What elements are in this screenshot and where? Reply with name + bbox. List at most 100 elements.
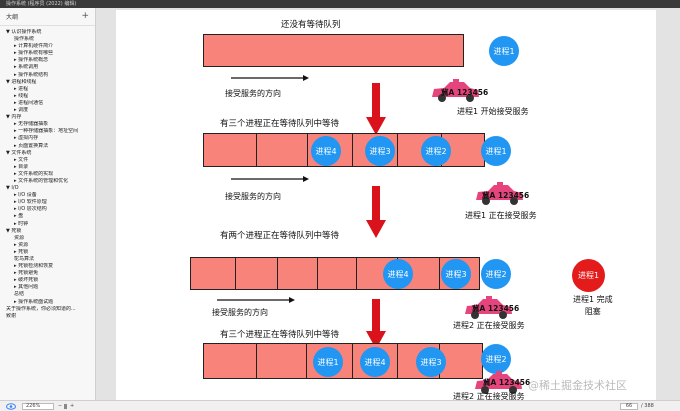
outline-item[interactable]: ▸ 一种存储器抽象：地址空间 [14, 128, 79, 135]
outline-item[interactable]: 资源 [14, 234, 25, 241]
stage3-title: 有两个进程正在等待队列中等待 [220, 231, 340, 241]
outline-item[interactable]: ▸ 死锁避免 [14, 270, 39, 277]
stage3-plate: 冀A 123456 [472, 304, 520, 313]
outline-item[interactable]: ▸ 页面置换算法 [14, 142, 49, 149]
stage2-queue-process: 进程4 [311, 136, 341, 166]
stage1-plate: 冀A 123456 [441, 88, 489, 97]
add-heading-button[interactable]: + [81, 11, 89, 21]
stage4-queue-process: 进程3 [416, 347, 446, 377]
stage4-plate: 冀A 123456 [483, 378, 531, 387]
stage4-title: 有三个进程正在等待队列中等待 [220, 330, 340, 340]
stage3-caption: 进程2 正在接受服务 [453, 321, 525, 330]
stage-down-arrow [366, 299, 386, 349]
outline-title: 大纲 [6, 14, 19, 21]
outline-item[interactable]: ▸ 操作系统有哪些 [14, 50, 54, 57]
outline-item[interactable]: ▸ 死锁 [14, 248, 29, 255]
status-bar: 226% − + 66 / 388 [0, 400, 680, 411]
outline-item[interactable]: ▸ 盘 [14, 213, 24, 220]
stage1-process-1: 进程1 [489, 36, 519, 66]
direction-arrow [231, 176, 309, 182]
outline-item[interactable]: ▸ 操作系统结构 [14, 71, 49, 78]
stage2-plate: 冀A 123456 [482, 191, 530, 200]
zoom-in-button[interactable]: + [70, 403, 75, 409]
outline-item[interactable]: ▸ 计算机硬件简介 [14, 43, 54, 50]
stage-down-arrow [366, 186, 386, 238]
direction-arrow [231, 75, 309, 81]
car-icon [465, 296, 512, 319]
stage3-queue [190, 257, 480, 290]
stage2-queue-process: 进程3 [365, 136, 395, 166]
outline-item[interactable]: ▼ 进程和线程 [6, 78, 37, 85]
direction-arrow [217, 297, 295, 303]
car-icon [432, 79, 479, 102]
stage2-title: 有三个进程正在等待队列中等待 [220, 119, 340, 129]
outline-item[interactable]: ▸ I/O 软件原理 [14, 199, 47, 206]
outline-header: 大纲 + [0, 8, 95, 26]
zoom-out-button[interactable]: − [58, 403, 63, 409]
outline-sidebar: 大纲 + ▼ 认识操作系统操作系统▸ 计算机硬件简介▸ 操作系统有哪些▸ 操作系… [0, 8, 96, 400]
stage3-queue-process: 进程4 [383, 259, 413, 289]
page-total: / 388 [641, 403, 654, 409]
outline-item[interactable]: ▸ 无存储器抽象 [14, 121, 49, 128]
outline-item[interactable]: 操作系统 [14, 36, 35, 43]
outline-item[interactable]: ▸ I/O 设备 [14, 192, 37, 199]
watermark: @稀土掘金技术社区 [528, 379, 627, 392]
outline-item[interactable]: 鸵鸟算法 [14, 256, 35, 262]
document-area[interactable]: 还没有等待队列 进程1 接受服务的方向 冀A 123456 进程1 开始接受服务… [96, 8, 680, 400]
outline-item[interactable]: ▸ 操作系统概念 [14, 57, 49, 64]
stage2-queue-process: 进程2 [421, 136, 451, 166]
page-number-input[interactable]: 66 [620, 403, 638, 410]
outline-item[interactable]: ▸ 破坏死锁 [14, 277, 39, 284]
stage4-caption: 进程2 正在接受服务 [453, 392, 525, 400]
car-icon [475, 371, 522, 394]
outline-item[interactable]: ▸ 操作系统面试题 [14, 298, 54, 305]
outline-item[interactable]: ▼ I/O [6, 185, 19, 192]
stage1-queue [203, 34, 464, 67]
stage2-direction-label: 接受服务的方向 [225, 192, 281, 201]
outline-item[interactable]: ▼ 内存 [6, 114, 22, 121]
outline-item[interactable]: ▸ 资源 [14, 241, 29, 248]
outline-item[interactable]: ▸ 文件 [14, 156, 29, 163]
outline-item[interactable]: ▸ I/O 层次结构 [14, 206, 47, 213]
outline-item[interactable]: ▸ 进程 [14, 85, 29, 92]
car-icon [476, 182, 523, 205]
outline-item[interactable]: ▸ 死锁检测和恢复 [14, 263, 54, 270]
outline-item[interactable]: ▸ 其他问题 [14, 284, 39, 291]
stage-down-arrow [366, 83, 386, 135]
diagram-page: 还没有等待队列 进程1 接受服务的方向 冀A 123456 进程1 开始接受服务… [116, 10, 656, 400]
stage4-queue-process: 进程4 [360, 347, 390, 377]
stage3-blocked-caption: 进程1 完成 阻塞 [573, 295, 613, 316]
stage3-process-2: 进程2 [481, 259, 511, 289]
outline-item[interactable]: ▸ 线程 [14, 92, 29, 99]
outline-list: ▼ 认识操作系统操作系统▸ 计算机硬件简介▸ 操作系统有哪些▸ 操作系统概念▸ … [0, 26, 95, 320]
outline-item[interactable]: ▼ 文件系统 [6, 149, 32, 156]
outline-item[interactable]: 关于操作系统，你必须知道的... [6, 305, 76, 312]
stage3-blocked-process: 进程1 [572, 259, 605, 292]
stage4-process-2: 进程2 [481, 344, 511, 374]
stage1-direction-label: 接受服务的方向 [225, 89, 281, 98]
outline-item[interactable]: 致谢 [6, 312, 17, 319]
stage3-direction-label: 接受服务的方向 [212, 308, 268, 317]
window-title: 操作系统 (程序员 (2022) 编辑) [0, 0, 680, 8]
stage1-title: 还没有等待队列 [281, 20, 341, 30]
stage2-caption: 进程1 正在接受服务 [465, 211, 537, 220]
outline-item[interactable]: ▸ 时钟 [14, 220, 29, 227]
zoom-select[interactable]: 226% [22, 403, 54, 410]
eye-icon[interactable] [6, 403, 16, 410]
stage2-process-1: 进程1 [481, 136, 511, 166]
outline-item[interactable]: 总结 [14, 291, 25, 298]
outline-item[interactable]: ▸ 文件系统的实现 [14, 170, 54, 177]
outline-item[interactable]: ▸ 目录 [14, 163, 29, 170]
stage4-queue-process: 进程1 [313, 347, 343, 377]
outline-item[interactable]: ▸ 虚拟内存 [14, 135, 39, 142]
outline-item[interactable]: ▼ 死锁 [6, 227, 22, 234]
outline-item[interactable]: ▼ 认识操作系统 [6, 29, 42, 35]
outline-item[interactable]: ▸ 文件系统的管理和优化 [14, 177, 69, 184]
outline-item[interactable]: ▸ 调度 [14, 107, 29, 114]
stage1-caption: 进程1 开始接受服务 [457, 107, 529, 116]
outline-item[interactable]: ▸ 进程间通信 [14, 99, 44, 106]
stage3-queue-process: 进程3 [441, 259, 471, 289]
zoom-slider[interactable] [64, 404, 67, 409]
outline-item[interactable]: ▸ 系统调用 [14, 64, 39, 71]
